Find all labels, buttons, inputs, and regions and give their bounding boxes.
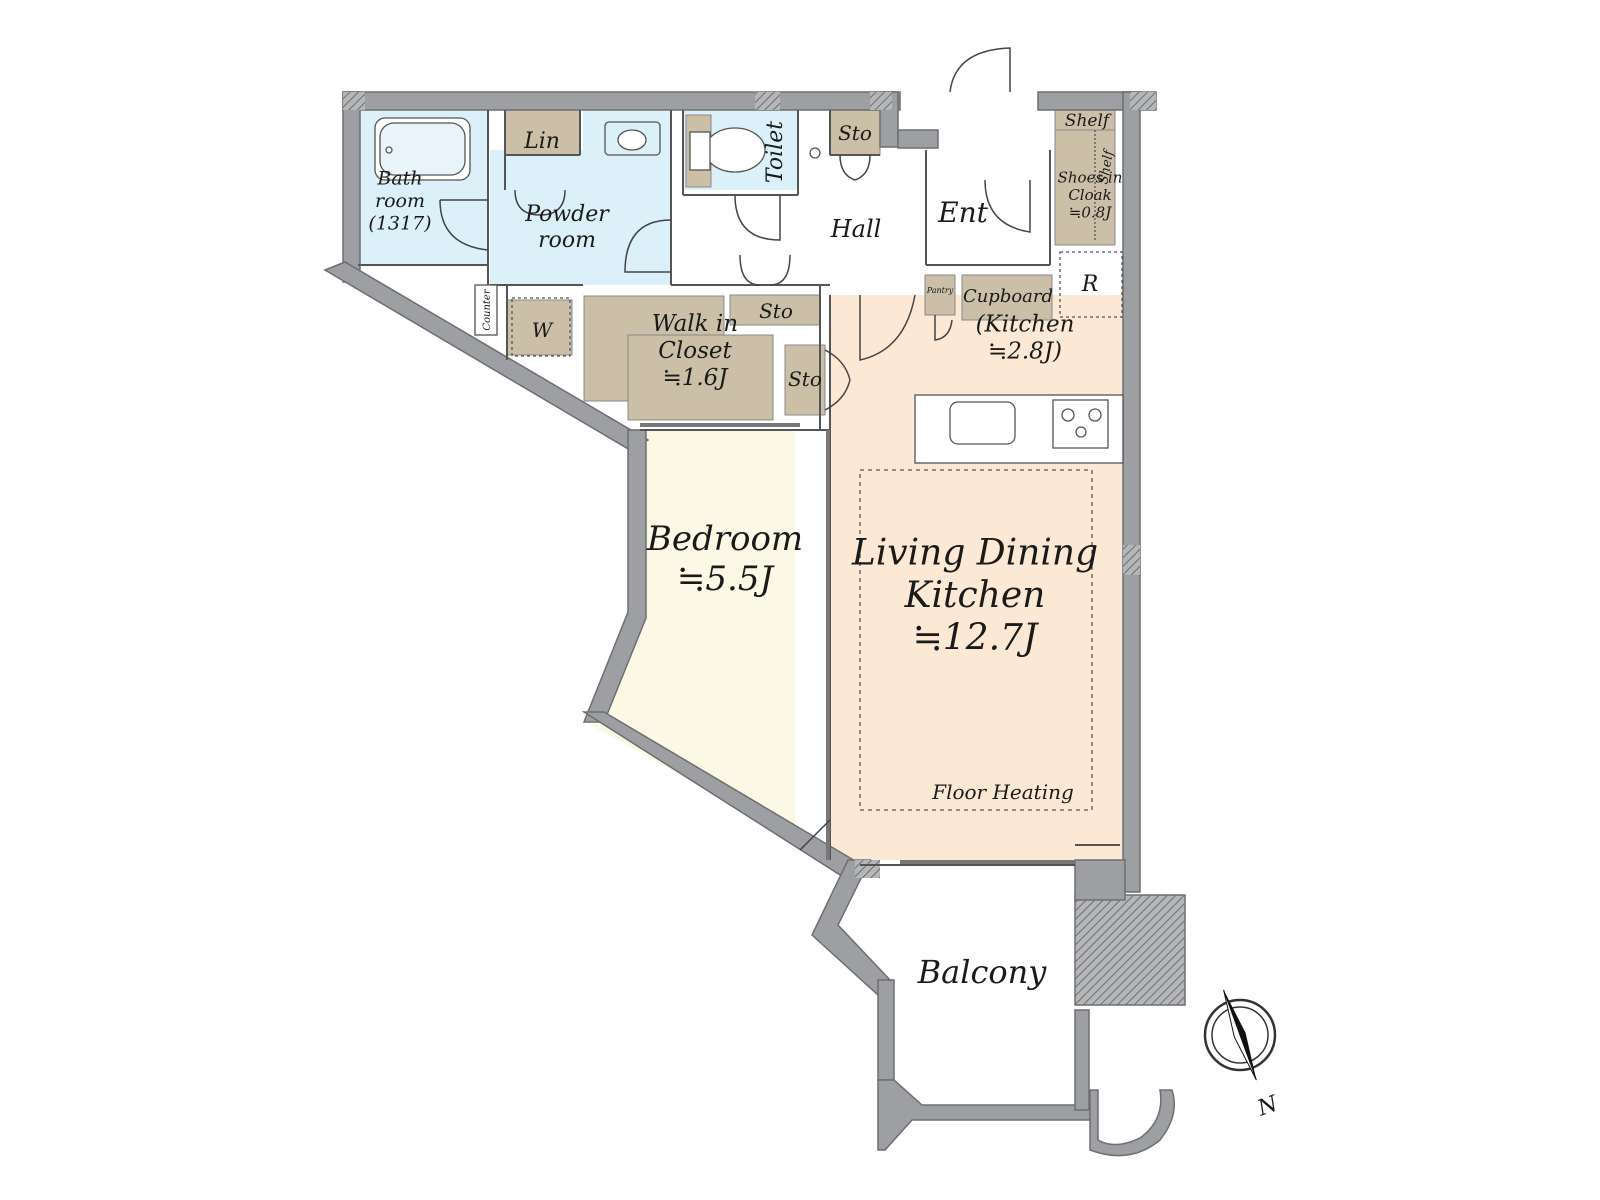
- hatch-top-right: [1130, 92, 1156, 110]
- compass-needle-light: [1223, 989, 1257, 1081]
- label-counter: Counter: [482, 288, 493, 330]
- label-balcony: Balcony: [917, 953, 1048, 991]
- hatch-top-mid: [755, 92, 780, 110]
- storage-hall-top: [829, 109, 881, 156]
- fixtures: [374, 117, 1124, 811]
- label-sto-side: Sto: [788, 367, 822, 391]
- toilet-tank: [689, 131, 711, 171]
- doors: [439, 47, 1031, 851]
- floor-heating-zone: [859, 469, 1093, 811]
- bathtub-drain: [385, 146, 393, 154]
- label-ent: Ent: [937, 196, 988, 229]
- wall-balcony-left-vert: [877, 979, 895, 1081]
- washer-area: [506, 299, 573, 356]
- wall-balcony-bottom: [877, 1079, 1091, 1151]
- burner-1: [1061, 408, 1075, 422]
- wall-hatches: [343, 92, 1156, 878]
- wall-left: [342, 91, 361, 283]
- wall-balcony-right: [1074, 1009, 1090, 1111]
- toilet-bowl: [704, 127, 766, 173]
- cooktop: [1052, 399, 1109, 449]
- label-cupboard: Cupboard: [963, 286, 1053, 307]
- door-sto-side[interactable]: [824, 349, 851, 411]
- wall-lower-right-stub: [1074, 859, 1126, 901]
- fridge-space: [1059, 251, 1123, 318]
- door-pantry[interactable]: [934, 315, 953, 341]
- label-hall: Hall: [830, 215, 882, 243]
- toilet-paper: [809, 147, 821, 159]
- compass-inner-ring: [1211, 1006, 1269, 1064]
- door-sto-top[interactable]: [839, 154, 871, 181]
- wall-service-column: [1074, 894, 1186, 1006]
- label-linen: Lin: [523, 129, 560, 154]
- label-sto-mid: Sto: [759, 299, 793, 323]
- burner-2: [1088, 408, 1102, 422]
- door-ldk[interactable]: [859, 294, 916, 361]
- wall-diagonal-upper: [323, 261, 650, 451]
- compass-north-label: N: [1254, 1091, 1282, 1122]
- hatch-right-mid: [1123, 545, 1140, 575]
- label-sto-top: Sto: [838, 121, 872, 145]
- wall-balcony-curve: [1089, 1089, 1175, 1157]
- storage-blocks: [504, 107, 1116, 456]
- label-toilet: Toilet: [763, 121, 788, 183]
- counter-box: [474, 284, 498, 336]
- kitchen-sink: [949, 401, 1016, 445]
- partitions: [358, 110, 1120, 866]
- shoes-cloak: [1054, 129, 1116, 246]
- door-ent-inner[interactable]: [984, 179, 1031, 233]
- door-bedroom-corner: [799, 819, 831, 851]
- cupboard: [961, 274, 1053, 321]
- walk-in-closet-ext: [627, 334, 774, 421]
- washer-space: [511, 297, 571, 357]
- label-shelf-top: Shelf: [1065, 111, 1112, 131]
- door-lin[interactable]: [514, 189, 566, 216]
- door-entrance[interactable]: [949, 47, 1011, 93]
- label-floor-heating: Floor Heating: [931, 780, 1074, 804]
- wall-balcony-left: [811, 859, 891, 997]
- compass: N: [1203, 989, 1282, 1122]
- powder-room-floor: [490, 150, 670, 285]
- wall-top-left: [342, 91, 901, 111]
- label-refrigerator: R: [1081, 272, 1099, 297]
- storage-side: [784, 344, 826, 416]
- walls: [323, 91, 1186, 1157]
- hatch-balcony-top: [855, 860, 880, 878]
- label-washer: W: [532, 318, 554, 342]
- bathtub-inner: [379, 122, 466, 176]
- vanity-sink: [617, 129, 647, 151]
- label-kitchen: (Kitchen≒2.8J): [976, 311, 1075, 364]
- door-powder[interactable]: [624, 219, 672, 273]
- door-hall-sto[interactable]: [739, 254, 791, 286]
- wall-right: [1122, 91, 1141, 893]
- burner-3: [1075, 426, 1087, 438]
- door-toilet[interactable]: [734, 194, 781, 241]
- label-pantry: Pantry: [926, 286, 954, 295]
- pantry: [924, 274, 956, 316]
- label-bedroom: Bedroom≒5.5J: [646, 519, 803, 599]
- wall-top-ent: [897, 129, 939, 149]
- hatch-top-mid2: [870, 92, 892, 110]
- label-shelf-side: Shelf: [1096, 147, 1117, 185]
- door-bath[interactable]: [439, 199, 489, 251]
- hatch-tl: [343, 92, 365, 110]
